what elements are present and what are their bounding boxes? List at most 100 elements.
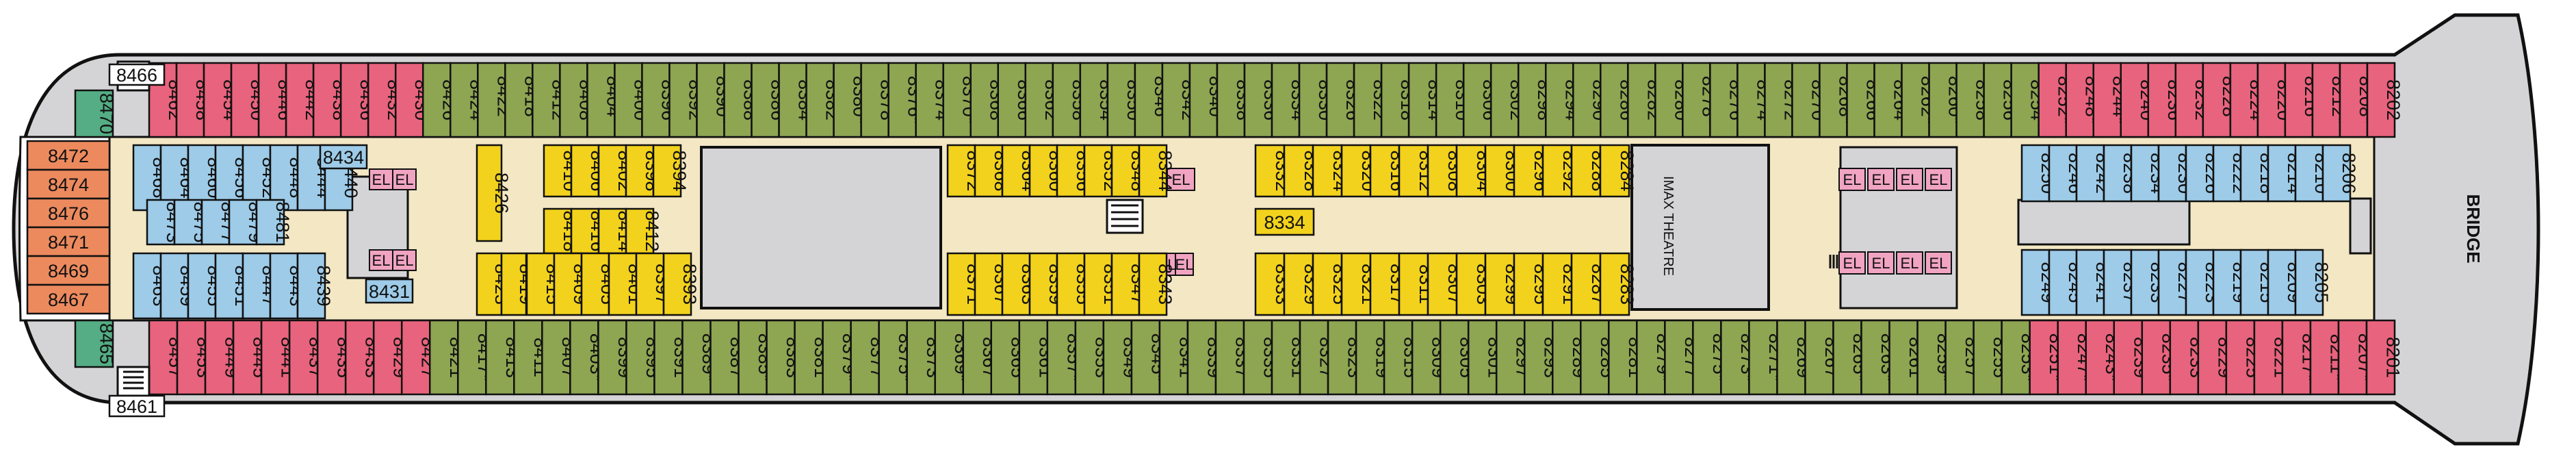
cabin[interactable]: 8344 (1138, 144, 1175, 198)
cabin[interactable]: 8202 (2366, 62, 2404, 138)
cabin-box (232, 319, 263, 396)
cabin[interactable]: 8284 (1599, 144, 1637, 198)
cabin-number: 8469 (48, 261, 89, 281)
cabin[interactable]: 8476 (26, 197, 111, 229)
cabin[interactable]: 8272 (1764, 62, 1801, 138)
cabin-box (1832, 319, 1862, 396)
cabin[interactable]: 8334 (1254, 207, 1315, 236)
cabin[interactable]: 8277 (1664, 319, 1702, 396)
cabin[interactable]: 8259* (1916, 319, 1955, 396)
stairs-fwd (1829, 255, 1838, 268)
cabin[interactable]: 8453 (176, 319, 214, 396)
cabin[interactable]: 8470 (74, 89, 117, 138)
cabin[interactable]: 8378 (860, 62, 898, 138)
cabin[interactable]: 8466 (108, 63, 166, 86)
cabin[interactable]: 8249 (2020, 249, 2058, 316)
cabin-box (1214, 319, 1245, 396)
cabin[interactable]: 8343 (1138, 252, 1175, 316)
cabin[interactable]: 8239 (2113, 319, 2151, 396)
cabin[interactable]: 8393 (662, 252, 700, 316)
cabin[interactable]: 8285 (1580, 319, 1617, 396)
cabin[interactable]: 8471 (26, 226, 111, 257)
cabin[interactable]: 8289 (1552, 319, 1589, 396)
cabin[interactable]: 8316 (1369, 144, 1407, 198)
cabin[interactable]: 8330 (1298, 62, 1336, 138)
cabin[interactable]: 8334 (1271, 62, 1308, 138)
cabin[interactable]: 8242 (2075, 144, 2113, 203)
cabin-box (1517, 62, 1547, 138)
cabin-box (570, 207, 600, 255)
cabin[interactable]: 8303 (1455, 252, 1494, 316)
cabin[interactable]: 8403* (569, 319, 607, 396)
cabin[interactable]: 8431 (365, 278, 414, 304)
cabin-box (148, 319, 179, 396)
cabin[interactable]: 8283 (1599, 252, 1637, 316)
cabin[interactable]: 8434 (319, 144, 368, 170)
cabin[interactable]: 8361 (1018, 319, 1056, 396)
elevator-label: EL (1175, 256, 1194, 273)
cabin[interactable]: 8410 (543, 144, 580, 198)
cabin[interactable]: 8397 (635, 252, 673, 316)
cabin-box (1411, 319, 1442, 396)
cabin[interactable]: 8461 (108, 394, 166, 418)
cabin[interactable]: 8307 (1427, 252, 1465, 316)
cabin[interactable]: 8227 (2157, 249, 2195, 316)
cabin-number: 8434 (323, 147, 364, 168)
cabin[interactable]: 8358 (1052, 62, 1089, 138)
cabin[interactable]: 8481 (255, 199, 293, 246)
cabin-number: 8412 (642, 210, 662, 251)
cabin[interactable]: 8336 (1243, 62, 1281, 138)
cabin-box (260, 319, 291, 396)
cabin[interactable]: 8338 (1216, 62, 1253, 138)
cabin[interactable]: 8276 (1709, 62, 1746, 138)
cabin[interactable]: 8412 (625, 207, 662, 255)
cabin[interactable]: 8206 (2321, 144, 2359, 203)
cabin[interactable]: 8421 (429, 319, 467, 396)
cabin-box (1888, 319, 1918, 396)
cabin[interactable]: 8382 (805, 62, 843, 138)
cabin[interactable]: 8405 (580, 252, 618, 316)
cabin[interactable]: 8309 (1411, 319, 1449, 396)
cabin[interactable]: 8467 (26, 283, 111, 315)
cabin[interactable]: 8465 (74, 319, 117, 368)
cabin[interactable]: 8201 (2365, 319, 2404, 396)
cabin[interactable]: 8205 (2294, 249, 2332, 316)
cabin[interactable]: 8367 (974, 252, 1011, 316)
cabin[interactable]: 8365 (990, 319, 1028, 396)
cabin[interactable]: 8426 (476, 144, 512, 242)
cabin[interactable]: 8432 (367, 62, 404, 138)
cabin[interactable]: 8255 (1973, 319, 2011, 396)
cabin-box (2075, 144, 2105, 203)
cabin[interactable]: 8439 (296, 252, 334, 320)
cabin[interactable]: 8296 (1513, 144, 1551, 198)
cabin[interactable]: 8374 (915, 62, 952, 138)
cabin[interactable]: 8335 (1243, 319, 1281, 396)
cabin[interactable]: 8394 (652, 144, 690, 198)
cabin-box (1455, 252, 1487, 316)
cabin[interactable]: 8445 (232, 319, 270, 396)
cabin[interactable]: 8418 (543, 207, 580, 255)
cabin[interactable]: 8472 (26, 140, 111, 171)
cabin-box (1495, 319, 1526, 396)
cabin[interactable]: 8385* (738, 319, 776, 396)
cabin-box (2225, 319, 2256, 396)
cabin[interactable]: 8368 (970, 62, 1007, 138)
cabin-box (1804, 319, 1834, 396)
cabin[interactable]: 8416 (570, 207, 608, 255)
cabin[interactable]: 8280 (1654, 62, 1691, 138)
cabin-box (805, 62, 835, 138)
cabin[interactable]: 8315 (1383, 319, 1421, 396)
cabin[interactable]: 8433 (344, 319, 382, 396)
cabin[interactable]: 8262* (1901, 62, 1938, 138)
cabin[interactable]: 8474 (26, 168, 111, 200)
cabin[interactable]: 8469 (26, 255, 111, 286)
cabin-box (2284, 62, 2314, 138)
cabin[interactable]: 8349 (1102, 319, 1141, 396)
cabin-box (513, 319, 543, 396)
cabin[interactable]: 8331 (1271, 319, 1309, 396)
cabin-box (1916, 319, 1947, 396)
cabin[interactable]: 8233 (2169, 319, 2207, 396)
cabin[interactable]: 8454 (203, 62, 240, 138)
cabin-box (2157, 249, 2187, 316)
cabin[interactable]: 8232 (2174, 62, 2212, 138)
